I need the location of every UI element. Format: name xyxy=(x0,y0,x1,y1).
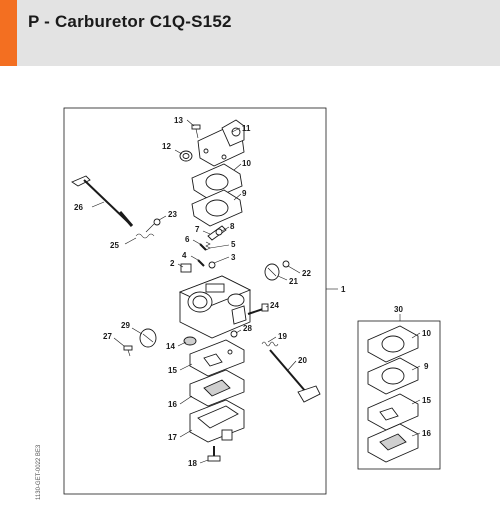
callout-7: 7 xyxy=(195,225,200,234)
callout-14: 14 xyxy=(166,342,175,351)
screw-23 xyxy=(145,218,161,233)
header-band xyxy=(0,0,500,66)
spring-5 xyxy=(205,241,211,251)
pin-8 xyxy=(215,228,223,236)
gasket-10 xyxy=(191,163,243,201)
assembly-callout: 1 xyxy=(341,285,346,294)
callout-20: 20 xyxy=(298,356,307,365)
callout-21: 21 xyxy=(289,277,298,286)
callout-9: 9 xyxy=(242,189,247,198)
end-cover-17 xyxy=(189,399,245,443)
callout-11: 11 xyxy=(242,124,251,133)
kit-callout-16: 16 xyxy=(422,429,431,438)
kit-frame xyxy=(357,320,441,470)
header-accent-bar xyxy=(0,0,17,66)
carburetor-body xyxy=(178,275,252,339)
pin-6 xyxy=(199,243,207,251)
screw-13 xyxy=(191,124,201,139)
callout-5: 5 xyxy=(231,240,236,249)
page-title: P - Carburetor C1Q-S152 xyxy=(28,12,232,31)
disc-3 xyxy=(208,261,216,269)
callout-26: 26 xyxy=(74,203,83,212)
callout-13: 13 xyxy=(174,116,183,125)
callout-29: 29 xyxy=(121,321,130,330)
kit-diaphragm-16 xyxy=(367,423,419,463)
spring-19 xyxy=(261,341,279,347)
kit-callout-15: 15 xyxy=(422,396,431,405)
diaphragm-9 xyxy=(191,189,243,227)
choke-shaft-20 xyxy=(269,349,321,403)
kit-gasket-10 xyxy=(367,325,419,363)
kit-gasket-15 xyxy=(367,393,419,431)
callout-25: 25 xyxy=(110,241,119,250)
spring-25 xyxy=(135,233,155,239)
callout-3: 3 xyxy=(231,253,236,262)
plug-28 xyxy=(230,330,238,338)
callout-23: 23 xyxy=(168,210,177,219)
needle-4 xyxy=(197,259,205,267)
callout-10: 10 xyxy=(242,159,251,168)
callout-16: 16 xyxy=(168,400,177,409)
kit-diaphragm-9 xyxy=(367,357,419,395)
callout-18: 18 xyxy=(188,459,197,468)
diaphragm-16 xyxy=(189,369,245,407)
screw-22 xyxy=(282,260,290,268)
screw-27 xyxy=(123,345,133,357)
callout-28: 28 xyxy=(243,324,252,333)
plug-2 xyxy=(180,263,192,273)
kit-callout-10: 10 xyxy=(422,329,431,338)
callout-19: 19 xyxy=(278,332,287,341)
callout-2: 2 xyxy=(170,259,175,268)
filter-14 xyxy=(183,336,197,346)
kit-callout-9: 9 xyxy=(424,362,429,371)
callout-15: 15 xyxy=(168,366,177,375)
callout-4: 4 xyxy=(182,251,187,260)
callout-27: 27 xyxy=(103,332,112,341)
callout-17: 17 xyxy=(168,433,177,442)
throttle-shaft-26 xyxy=(71,175,134,227)
callout-22: 22 xyxy=(302,269,311,278)
gasket-15 xyxy=(189,339,245,377)
screw-24 xyxy=(247,303,269,315)
screw-18 xyxy=(207,446,221,462)
pump-cover xyxy=(197,119,245,167)
callout-8: 8 xyxy=(230,222,235,231)
callout-6: 6 xyxy=(185,235,190,244)
callout-24: 24 xyxy=(270,301,279,310)
callout-12: 12 xyxy=(162,142,171,151)
main-assembly-frame xyxy=(63,107,327,495)
kit-callout: 30 xyxy=(394,305,403,314)
